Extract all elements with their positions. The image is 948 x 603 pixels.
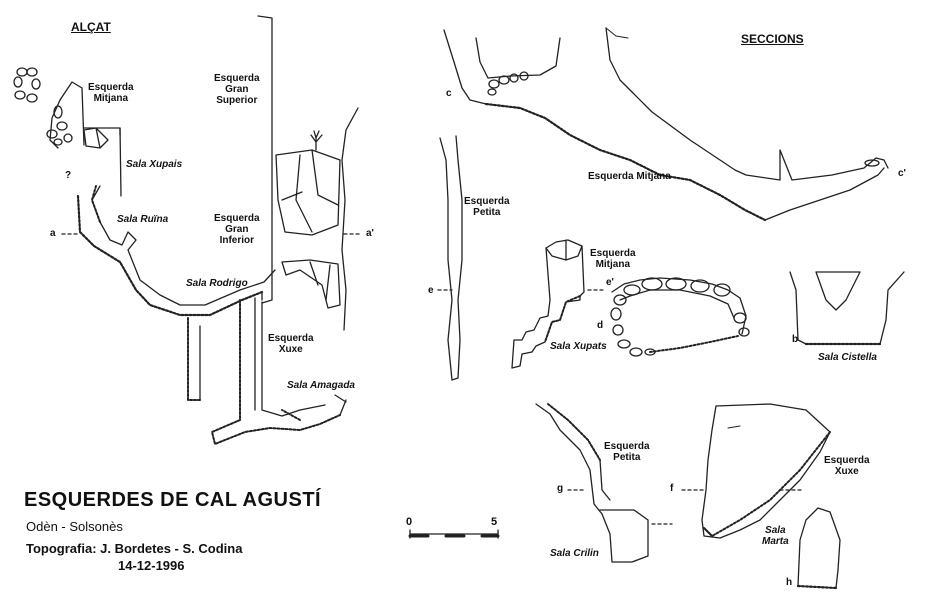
label-c: c [446,88,452,99]
label-e-prime: e' [606,277,614,288]
sections-drawing [437,27,905,590]
section-c [443,29,487,105]
main-passage [91,185,276,306]
label-sala-xupats: Sala Xupats [550,341,607,352]
label-g: g [557,483,564,494]
topography-credit: Topografia: J. Bordetes - S. Codina [26,541,243,556]
label-sala-crilin: Sala Crilin [550,548,599,559]
esquerda-gran-wall [257,15,273,304]
subtitle-location: Odèn - Solsonès [26,519,123,534]
elevation-header: ALÇAT [71,20,111,34]
sections-header: SECCIONS [741,32,804,46]
label-sala-ruina: Sala Ruïna [117,214,169,225]
section-b [789,271,905,345]
label-a: a [50,228,56,239]
arch-pebbles [610,277,750,357]
label-h: h [786,577,793,588]
elevation-drawing [13,15,363,445]
scale-bar [408,529,500,539]
label-esquerda-mitjana-section: Esquerda Mitjana [588,171,671,182]
label-a-prime: a' [366,228,374,239]
scale-label-max: 5 [491,516,498,528]
pebbles-left [13,67,73,146]
label-sala-xupais: Sala Xupais [126,159,183,170]
label-f: f [670,483,674,494]
plant-symbol [310,130,323,151]
section-d [511,247,551,369]
boulder-block [275,149,341,236]
esquerda-mitjana-wall [59,81,85,146]
page-title: ESQUERDES DE CAL AGUSTÍ [24,489,322,511]
label-d: d [597,320,604,331]
label-question-mark: ? [65,170,72,181]
label-sala-rodrigo: Sala Rodrigo [186,278,248,289]
label-b: b [792,334,799,345]
survey-date: 14-12-1996 [118,558,185,573]
label-sala-amagada: Sala Amagada [287,380,355,391]
section-e [439,135,463,381]
label-e: e [428,285,434,296]
section-f [701,403,831,539]
label-sala-cistella: Sala Cistella [818,352,877,363]
scale-label-min: 0 [406,516,413,528]
section-g [535,403,649,563]
section-h [797,507,841,589]
label-c-prime: c' [898,168,906,179]
